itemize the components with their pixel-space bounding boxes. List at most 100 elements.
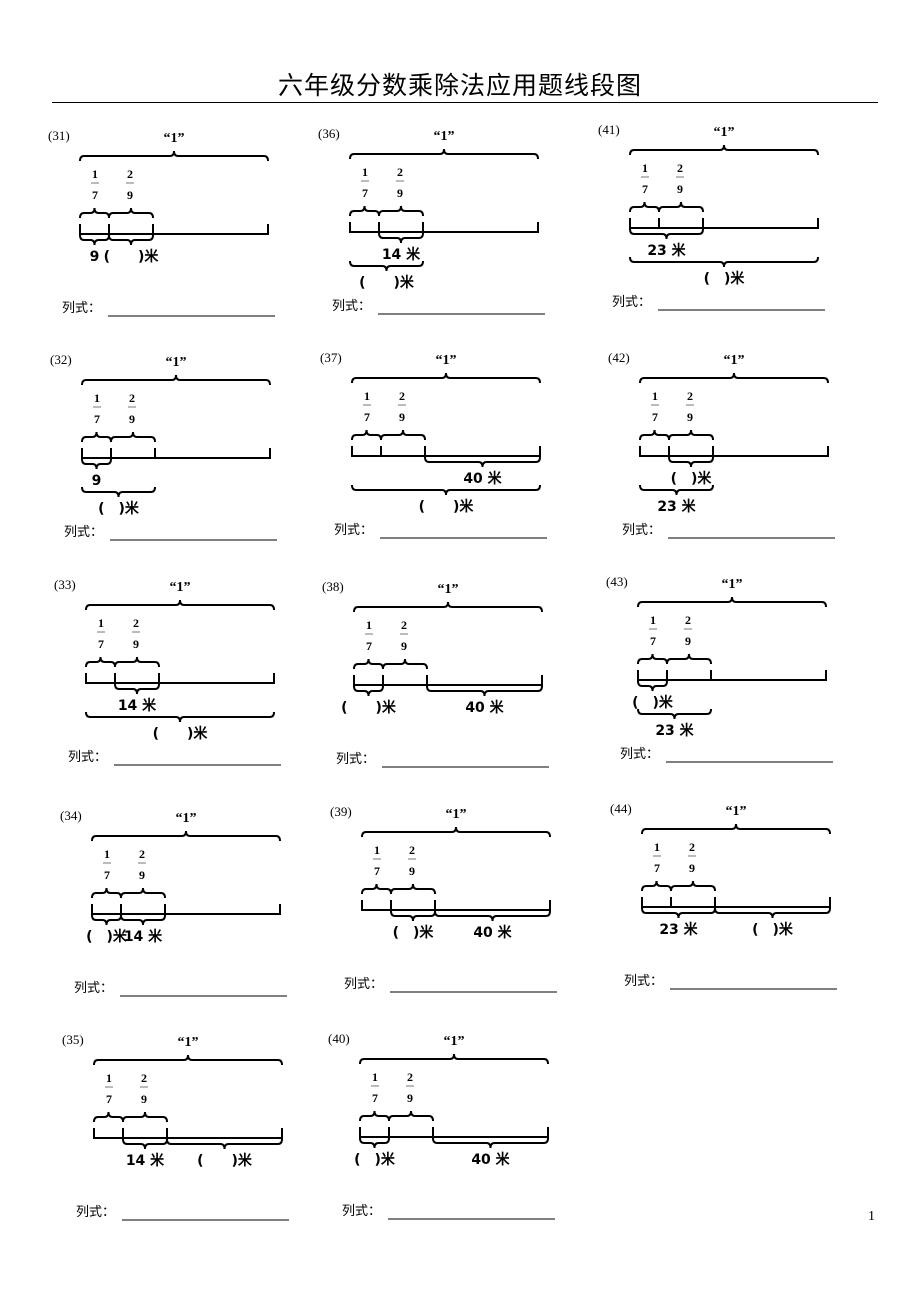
quantity-brace bbox=[378, 232, 424, 244]
fraction-numerator: 1 bbox=[366, 618, 372, 632]
quantity-label: ( )米 bbox=[341, 699, 397, 716]
page-number: 1 bbox=[868, 1209, 875, 1224]
problem-number: (31) bbox=[48, 128, 70, 143]
problem-number: (42) bbox=[608, 350, 630, 365]
quantity-brace bbox=[166, 1138, 283, 1150]
quantity-brace bbox=[349, 260, 424, 272]
quantity-brace bbox=[637, 708, 712, 720]
fraction-numerator: 2 bbox=[407, 1070, 413, 1084]
fraction-denominator: 7 bbox=[654, 861, 660, 875]
fraction-numerator: 1 bbox=[642, 161, 648, 175]
quantity-brace bbox=[390, 910, 436, 922]
quantity-brace bbox=[85, 711, 275, 723]
quantity-brace bbox=[424, 456, 541, 468]
whole-label: “1” bbox=[170, 580, 191, 595]
fraction-brace bbox=[79, 207, 110, 219]
quantity-brace bbox=[639, 484, 714, 496]
fraction-numerator: 1 bbox=[652, 389, 658, 403]
fraction-numerator: 1 bbox=[104, 847, 110, 861]
fraction-denominator: 9 bbox=[685, 634, 691, 648]
fraction-brace bbox=[361, 883, 392, 895]
page-title: 六年级分数乘除法应用题线段图 bbox=[277, 71, 642, 100]
formula-label: 列式： bbox=[332, 299, 371, 314]
quantity-brace bbox=[432, 1137, 549, 1149]
whole-label: “1” bbox=[726, 804, 747, 819]
formula-label: 列式： bbox=[68, 750, 107, 765]
fraction-brace bbox=[108, 207, 154, 219]
quantity-label: ( )米 bbox=[632, 694, 674, 711]
whole-label: “1” bbox=[436, 353, 457, 368]
quantity-brace bbox=[668, 456, 714, 468]
fraction-denominator: 9 bbox=[399, 410, 405, 424]
fraction-numerator: 2 bbox=[141, 1071, 147, 1085]
fraction-brace bbox=[353, 658, 384, 670]
fraction-denominator: 7 bbox=[364, 410, 370, 424]
fraction-numerator: 1 bbox=[364, 389, 370, 403]
fraction-denominator: 7 bbox=[92, 188, 98, 202]
quantity-label: 40 米 bbox=[471, 1151, 510, 1168]
fraction-numerator: 2 bbox=[399, 389, 405, 403]
whole-label: “1” bbox=[164, 131, 185, 146]
quantity-brace bbox=[122, 1138, 168, 1150]
quantity-label: 23 米 bbox=[647, 242, 686, 259]
whole-brace bbox=[641, 823, 831, 835]
fraction-numerator: 2 bbox=[409, 843, 415, 857]
formula-label: 列式： bbox=[64, 525, 103, 540]
quantity-brace bbox=[81, 486, 156, 498]
whole-brace bbox=[629, 144, 819, 156]
whole-brace bbox=[639, 372, 829, 384]
quantity-label: ( )米 bbox=[153, 725, 209, 742]
quantity-label: 14 米 bbox=[118, 697, 157, 714]
fraction-denominator: 7 bbox=[650, 634, 656, 648]
title-divider bbox=[52, 102, 878, 103]
fraction-brace bbox=[639, 429, 670, 441]
fraction-numerator: 2 bbox=[133, 616, 139, 630]
whole-brace bbox=[91, 830, 281, 842]
quantity-label: ( )米 bbox=[393, 924, 435, 941]
formula-label: 列式： bbox=[624, 974, 663, 989]
fraction-brace bbox=[641, 880, 672, 892]
fraction-brace bbox=[382, 658, 428, 670]
whole-brace bbox=[81, 374, 271, 386]
fraction-brace bbox=[637, 653, 668, 665]
problem-number: (33) bbox=[54, 577, 76, 592]
quantity-brace bbox=[359, 1137, 390, 1149]
quantity-brace bbox=[351, 484, 541, 496]
fraction-brace bbox=[666, 653, 712, 665]
fraction-brace bbox=[378, 205, 424, 217]
quantity-label: 23 米 bbox=[657, 498, 696, 515]
fraction-denominator: 9 bbox=[127, 188, 133, 202]
formula-label: 列式： bbox=[74, 981, 113, 996]
quantity-brace bbox=[434, 910, 551, 922]
fraction-brace bbox=[670, 880, 716, 892]
fraction-denominator: 9 bbox=[397, 186, 403, 200]
whole-label: “1” bbox=[176, 811, 197, 826]
fraction-denominator: 7 bbox=[366, 639, 372, 653]
fraction-denominator: 7 bbox=[98, 637, 104, 651]
formula-label: 列式： bbox=[344, 977, 383, 992]
quantity-brace bbox=[91, 914, 122, 926]
quantity-brace bbox=[79, 234, 110, 246]
quantity-brace bbox=[120, 914, 166, 926]
quantity-label: 23 米 bbox=[655, 722, 694, 739]
fraction-numerator: 1 bbox=[94, 391, 100, 405]
fraction-numerator: 1 bbox=[92, 167, 98, 181]
fraction-brace bbox=[91, 887, 122, 899]
quantity-label: 14 米 bbox=[126, 1152, 165, 1169]
fraction-brace bbox=[120, 887, 166, 899]
fraction-numerator: 1 bbox=[106, 1071, 112, 1085]
problem-number: (34) bbox=[60, 808, 82, 823]
whole-label: “1” bbox=[434, 129, 455, 144]
whole-label: “1” bbox=[724, 353, 745, 368]
formula-label: 列式： bbox=[620, 747, 659, 762]
problem-number: (41) bbox=[598, 122, 620, 137]
fraction-denominator: 7 bbox=[374, 864, 380, 878]
fraction-denominator: 9 bbox=[409, 864, 415, 878]
fraction-numerator: 1 bbox=[374, 843, 380, 857]
